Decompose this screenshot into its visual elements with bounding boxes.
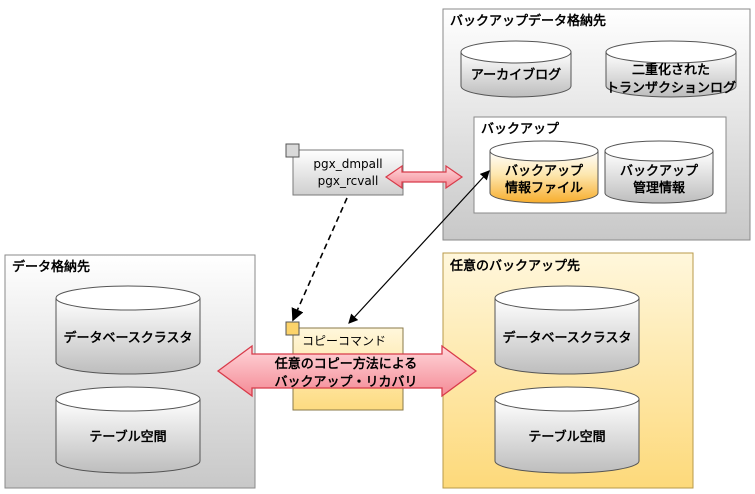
any-backup-title: 任意のバックアップ先 [449, 258, 580, 274]
backup-store-title: バックアップデータ格納先 [450, 13, 606, 29]
any-backup-tablespace-label: テーブル空間 [528, 429, 605, 445]
backup-info-file-label-1: バックアップ [505, 164, 584, 179]
pgx-command-corner-icon [285, 143, 300, 158]
pgx-command-box: pgx_dmpall pgx_rcvall [285, 143, 404, 196]
pgx-rcvall-label: pgx_rcvall [318, 174, 379, 188]
backup-group-title: バックアップ [481, 122, 560, 137]
backup-info-file-label-2: 情報ファイル [505, 180, 583, 196]
backup-mgmt-info-cylinder: バックアップ 管理情報 [604, 140, 714, 204]
copy-method-label-1: 任意のコピー方法による [274, 356, 418, 372]
data-store-cluster-cylinder: データベースクラスタ [55, 285, 201, 375]
backup-mgmt-info-label-1: バックアップ [620, 164, 699, 179]
copy-to-info-file-arrow [348, 170, 490, 324]
any-backup-cluster-label: データベースクラスタ [502, 330, 631, 346]
any-backup-tablespace-cylinder: テーブル空間 [494, 386, 640, 474]
dual-log-cylinder: 二重化された トランザクションログ [605, 40, 737, 98]
archive-log-cylinder: アーカイブログ [460, 40, 572, 98]
pgx-to-copy-dashed-arrow [291, 197, 348, 322]
dual-log-label-2: トランザクションログ [606, 80, 736, 96]
data-store-tablespace-cylinder: テーブル空間 [55, 386, 201, 474]
dual-log-label-1: 二重化された [632, 62, 710, 78]
data-store-title: データ格納先 [12, 259, 90, 275]
archive-log-label: アーカイブログ [471, 67, 561, 83]
copy-command-corner-icon [285, 321, 300, 336]
pgx-dmpall-label: pgx_dmpall [313, 157, 382, 171]
copy-method-double-arrow: 任意のコピー方法による バックアップ・リカバリ [216, 344, 478, 398]
data-store-cluster-label: データベースクラスタ [63, 330, 192, 346]
copy-command-label: コピーコマンド [302, 334, 386, 348]
backup-info-file-cylinder: バックアップ 情報ファイル [489, 140, 599, 204]
any-backup-cluster-cylinder: データベースクラスタ [494, 285, 640, 375]
pgx-backup-double-arrow [384, 164, 464, 190]
data-store-tablespace-label: テーブル空間 [89, 429, 166, 445]
backup-mgmt-info-label-2: 管理情報 [633, 180, 686, 196]
copy-method-label-2: バックアップ・リカバリ [274, 375, 417, 390]
